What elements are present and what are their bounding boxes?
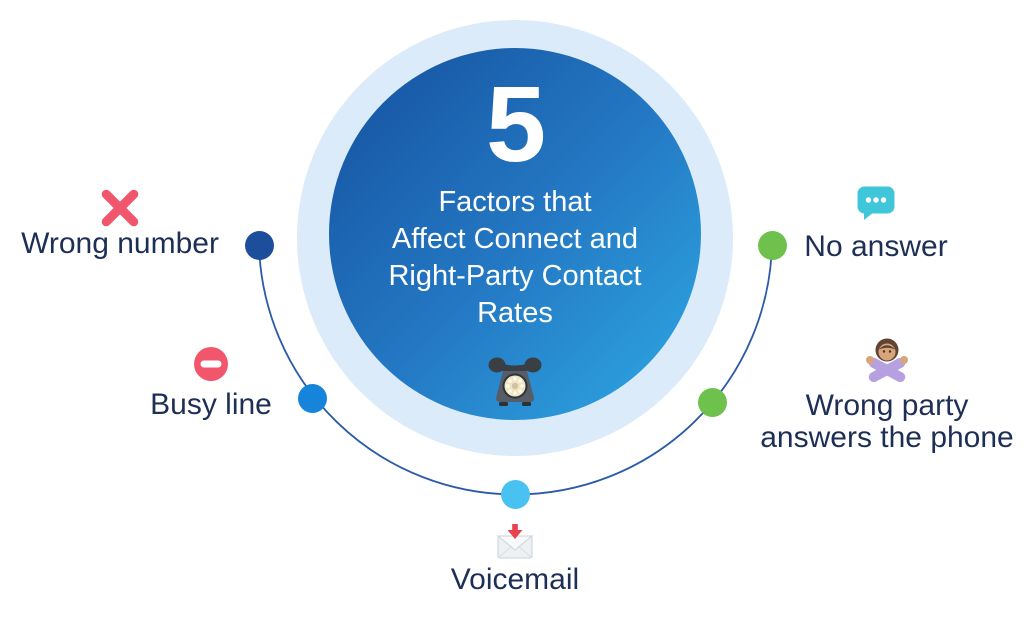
- center-circle: 5 Factors that Affect Connect and Right-…: [329, 48, 701, 420]
- no-entry-icon: [194, 347, 228, 381]
- person-gesturing-no-icon: [866, 338, 908, 383]
- dot-busy-line: [298, 384, 327, 413]
- factor-label-voicemail: Voicemail: [450, 563, 580, 596]
- speech-bubble-icon: [857, 186, 895, 220]
- envelope-arrow-icon: [496, 524, 534, 559]
- dot-wrong-number: [245, 231, 274, 260]
- dot-no-answer: [758, 231, 787, 260]
- factor-wrong-party: Wrong party answers the phone: [744, 336, 1024, 454]
- factor-count: 5: [485, 63, 546, 184]
- factor-no-answer: No answer: [798, 186, 954, 263]
- factor-label-no-answer: No answer: [804, 230, 948, 263]
- dot-voicemail: [501, 480, 530, 509]
- factor-wrong-number: Wrong number: [12, 188, 228, 260]
- factor-label-wrong-number: Wrong number: [21, 227, 219, 260]
- telephone-icon: [488, 357, 542, 406]
- x-mark-icon: [101, 189, 139, 227]
- center-title: Factors that Affect Connect and Right-Pa…: [388, 186, 642, 329]
- factor-voicemail: Voicemail: [435, 524, 595, 596]
- dot-wrong-party: [698, 388, 727, 417]
- factor-busy-line: Busy line: [146, 347, 276, 421]
- factor-label-wrong-party: Wrong party answers the phone: [760, 389, 1014, 454]
- factor-label-busy-line: Busy line: [150, 388, 272, 421]
